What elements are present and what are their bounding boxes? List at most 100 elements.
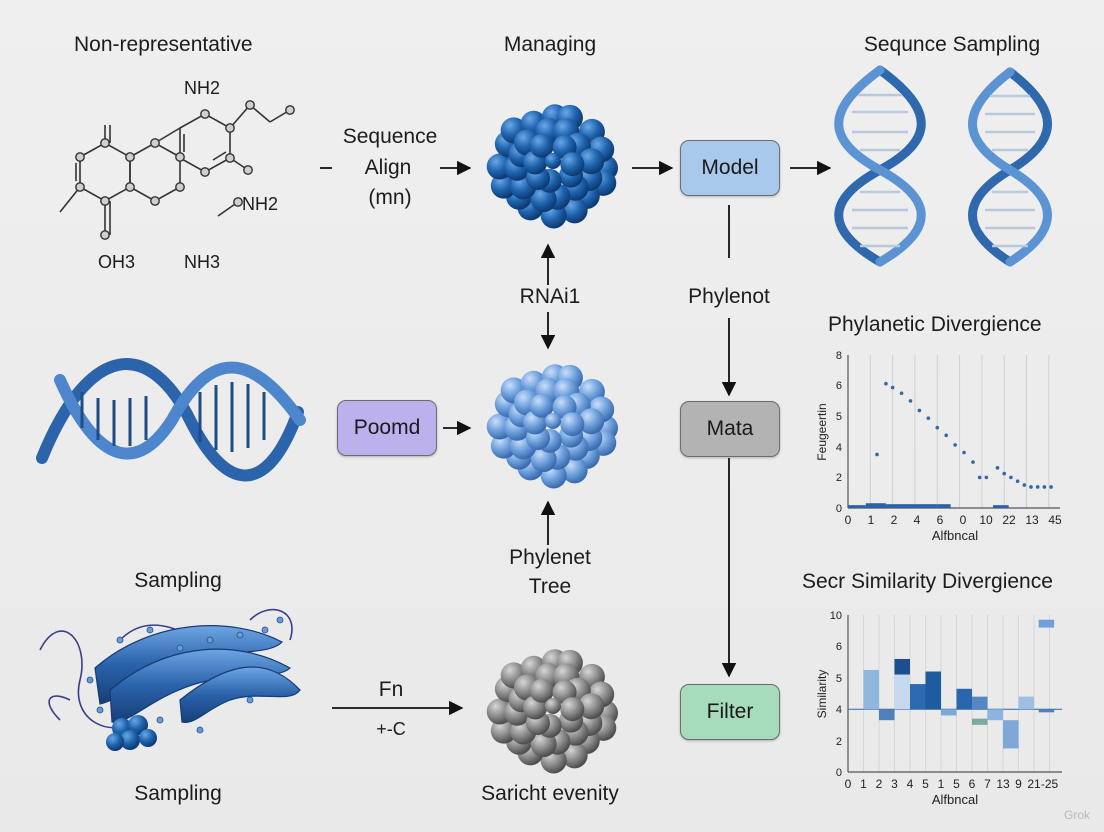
data-point: [884, 381, 888, 386]
heatmap-cell: [972, 696, 988, 710]
label-fn: Fn: [378, 678, 404, 701]
data-point: [953, 443, 957, 447]
x-tick-label: 7: [984, 777, 991, 791]
protein-cluster-icon: [486, 364, 618, 489]
data-point: [899, 391, 904, 396]
mata-box[interactable]: Mata: [680, 401, 780, 457]
x-tick-label: 2: [891, 513, 898, 527]
x-tick-label: 22: [1002, 513, 1016, 527]
x-tick-label: -25: [1041, 777, 1059, 791]
x-tick-label: 3: [891, 777, 898, 791]
sphere: [560, 412, 585, 437]
dna-helix-icon: [968, 67, 1052, 267]
mata-box-label: Mata: [706, 417, 754, 440]
data-point: [977, 475, 982, 480]
label-mn: (mn): [368, 186, 412, 209]
y-tick-label: 2: [836, 736, 842, 748]
x-tick-label: 9: [1015, 777, 1022, 791]
data-point: [1049, 485, 1053, 489]
label-non-representative: Non-representative: [74, 33, 253, 56]
x-tick-label: 0: [960, 513, 967, 527]
x-tick-label: 21: [1027, 777, 1041, 791]
x-tick-label: 4: [907, 777, 914, 791]
data-point: [926, 416, 931, 420]
baseline-bar: [993, 505, 1009, 508]
model-box-label: Model: [701, 156, 759, 179]
label-tree: Tree: [528, 575, 572, 598]
chem-label-nh3: NH3: [184, 252, 221, 272]
sphere: [560, 152, 585, 177]
x-tick-label: 1: [868, 513, 875, 527]
poomd-box[interactable]: Poomd: [337, 400, 437, 456]
x-tick-label: 6: [937, 513, 944, 527]
label-sequence-sampling: Sequnce Sampling: [863, 33, 1041, 56]
data-point: [908, 399, 913, 403]
heatmap-cell: [972, 718, 988, 725]
y-tick-label: 0: [836, 503, 842, 515]
heatmap-cell: [894, 674, 910, 710]
data-point: [935, 425, 940, 430]
label-phylenot: Phylenot: [688, 285, 770, 308]
heatmap-cell: [925, 671, 941, 710]
x-axis-label: Alfbncal: [932, 792, 978, 807]
heatmap-cell: [879, 709, 895, 721]
y-tick-label: 4: [836, 442, 842, 454]
y-tick-label: 5: [836, 411, 842, 423]
x-tick-label: 10: [979, 513, 993, 527]
filter-box[interactable]: Filter: [680, 684, 780, 740]
x-tick-label: 45: [1048, 513, 1062, 527]
label-sampling: Sampling: [134, 569, 222, 592]
sphere: [529, 678, 554, 703]
flow-arrows: [320, 160, 832, 716]
heatmap-cell: [1003, 720, 1019, 749]
model-box[interactable]: Model: [680, 140, 780, 196]
baseline-bar: [865, 503, 886, 508]
heatmap-cell: [1038, 619, 1055, 628]
heatmap-cell: [987, 709, 1003, 721]
x-tick-label: 5: [953, 777, 960, 791]
sphere: [545, 698, 561, 714]
chem-label-oh3: OH3: [98, 252, 136, 272]
x-tick-label: 5: [922, 777, 929, 791]
label-sarich-evenity: Saricht evenity: [481, 782, 619, 805]
sphere: [529, 393, 554, 418]
data-point: [944, 433, 948, 438]
sphere: [529, 133, 554, 158]
x-tick-label: 0: [845, 777, 852, 791]
watermark-text: Grok: [1063, 808, 1090, 822]
data-point: [971, 460, 975, 464]
protein-ribbon-icon: [39, 608, 301, 751]
label-rnai: RNAi1: [519, 285, 581, 308]
y-axis-label: Feugeertin: [815, 403, 829, 460]
sphere: [578, 408, 605, 435]
label-managing: Managing: [503, 33, 597, 56]
poomd-box-label: Poomd: [353, 416, 421, 439]
chem-label-nh2: NH2: [242, 194, 279, 214]
label-sampling: Sampling: [134, 782, 222, 805]
heatmap-cell: [894, 658, 910, 675]
x-tick-label: 13: [996, 777, 1010, 791]
x-axis-label: Alfbncal: [932, 528, 978, 543]
label-phylenet: Phylenet: [509, 546, 591, 569]
data-point: [1022, 483, 1027, 487]
chart-title-similarity: Secr Similarity Divergience: [802, 570, 1053, 593]
heatmap-cell: [1038, 709, 1055, 713]
data-point: [890, 385, 895, 390]
label-plus-minus-c: +-C: [376, 719, 406, 739]
data-point: [1002, 471, 1007, 476]
x-tick-label: 6: [969, 777, 976, 791]
y-tick-label: 0: [836, 767, 842, 779]
heatmap-cell: [910, 684, 926, 710]
y-tick-label: 4: [836, 704, 842, 716]
y-tick-label: 10: [830, 610, 842, 622]
dna-double-helix-icon: [36, 358, 306, 482]
heatmap-cell: [956, 688, 972, 710]
x-tick-label: 1: [860, 777, 867, 791]
atom-nodes: [75, 100, 295, 240]
baseline-bar: [885, 504, 938, 508]
y-tick-label: 8: [836, 350, 842, 362]
heatmap-cell: [941, 709, 957, 716]
data-point: [875, 452, 879, 457]
